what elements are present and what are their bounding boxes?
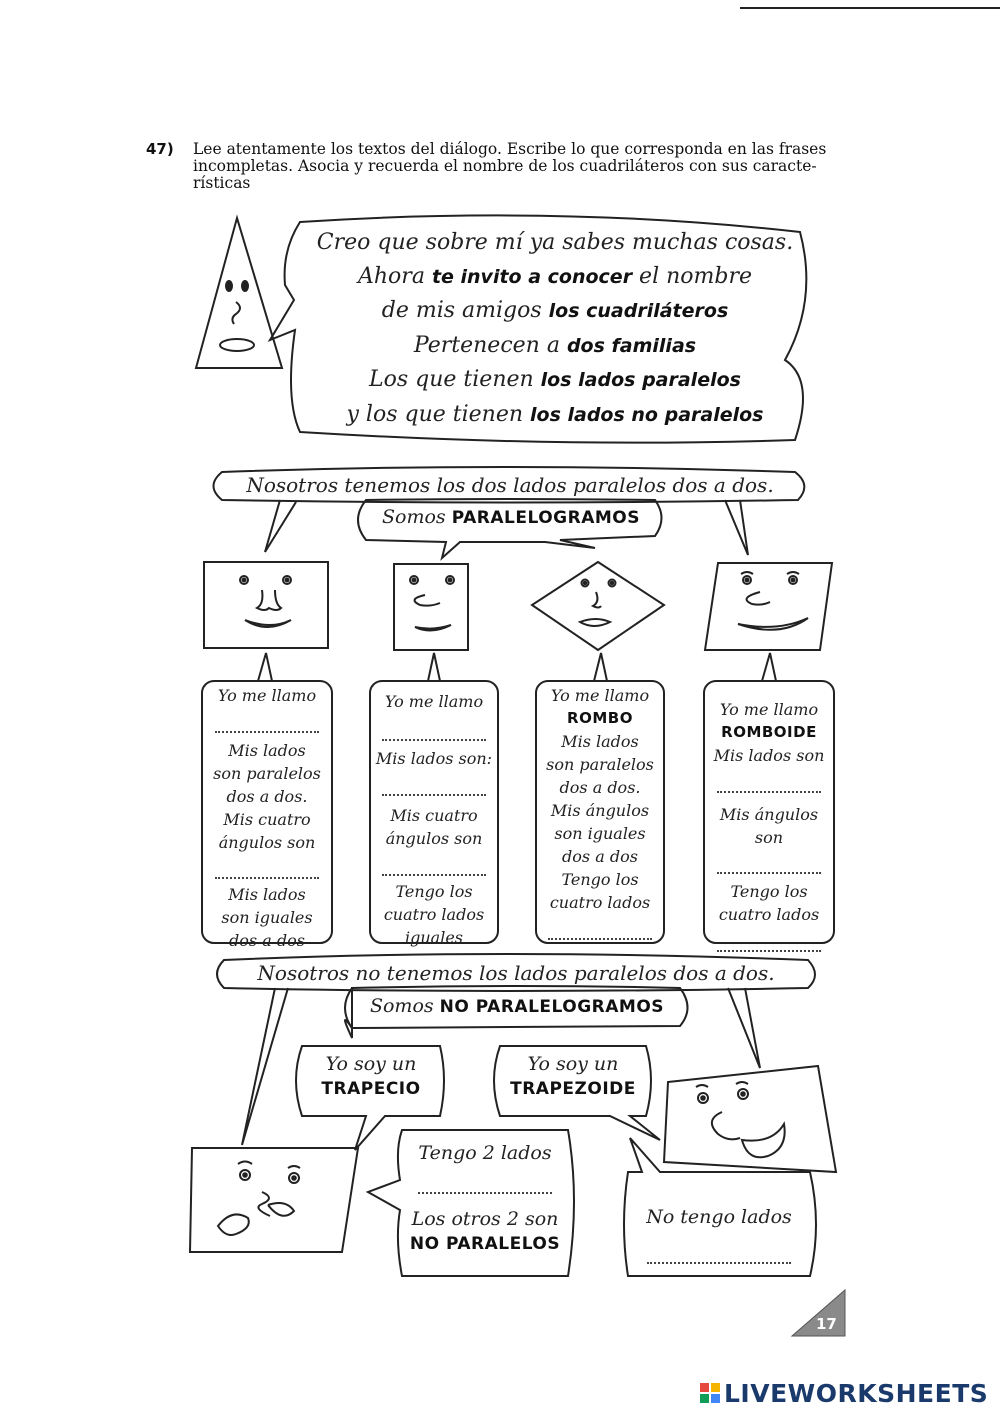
paralelogramos-somos: Somos PARALELOGRAMOS (382, 506, 640, 528)
bubble-line-2: Ahora te invito a conocer el nombre (358, 263, 752, 289)
rhomboid-character (703, 562, 834, 651)
trapecio-info-bubble (365, 1129, 575, 1277)
trapezoid-character (662, 1064, 838, 1174)
trapecio-parallel-input[interactable] (418, 1172, 552, 1194)
card-rectangle (369, 680, 499, 944)
card-square-name-input[interactable] (215, 710, 319, 733)
triangle-bubble-text: Creo que sobre mí ya sabes muchas cosas.… (305, 226, 805, 432)
card-square-text: Yo me llamo Mis lados son paralelos dos … (213, 686, 321, 950)
rectangle-character (393, 563, 469, 651)
card-rhomboid-text: Yo me llamo ROMBOIDE Mis lados son Mis á… (706, 698, 832, 952)
bubble-line-3: de mis amigos los cuadriláteros (381, 298, 729, 323)
liveworksheets-logo: LIVEWORKSHEETS (700, 1378, 988, 1408)
trapecio-character (188, 1147, 360, 1253)
logo-icon (700, 1383, 720, 1403)
brand-name: LIVEWORKSHEETS (724, 1378, 989, 1408)
trapecio-info: Tengo 2 lados Los otros 2 son NO PARALEL… (409, 1142, 561, 1254)
bubble-line-1: Creo que sobre mí ya sabes muchas cosas. (316, 230, 794, 255)
instructions-line-3: rísticas (193, 174, 251, 192)
trapezoide-parallel-input[interactable] (647, 1242, 791, 1264)
trapezoide-label: Yo soy un TRAPEZOIDE (510, 1053, 636, 1099)
paralelogramos-banner (212, 466, 806, 504)
trapezoide-info-bubble (623, 1137, 817, 1277)
card-square-angles-input[interactable] (215, 857, 319, 879)
rhombus-character (530, 560, 666, 652)
page-corner-triangle (790, 1288, 846, 1337)
card-rhombus-text: Yo me llamo ROMBO Mis lados son paralelo… (538, 684, 662, 940)
top-rule (740, 7, 1000, 9)
page-number: 17 (816, 1315, 837, 1333)
card-rhombus (535, 680, 665, 944)
card-rhomboid-angles-input[interactable] (717, 852, 821, 874)
no-paralelogramos-banner (216, 953, 816, 992)
card-rhomboid-equal-input[interactable] (717, 929, 821, 952)
trapecio-label: Yo soy un TRAPECIO (321, 1053, 421, 1099)
instructions-line-2: incompletas. Asocia y recuerda el nombre… (193, 157, 817, 175)
no-paralelogramos-somos: Somos NO PARALELOGRAMOS (369, 995, 665, 1017)
card-rectangle-text: Yo me llamo Mis lados son: Mis cuatro án… (375, 692, 493, 947)
card-rectangle-sides-input[interactable] (382, 774, 486, 796)
instructions: Lee atentamente los textos del diálogo. … (193, 141, 853, 192)
paralelogramos-banner-text: Nosotros tenemos los dos lados paralelos… (246, 473, 774, 497)
exercise-number: 47) (146, 140, 174, 158)
instructions-line-1: Lee atentamente los textos del diálogo. … (193, 140, 827, 158)
card-rhombus-sides-input[interactable] (548, 917, 652, 940)
card-square (201, 680, 333, 944)
no-paralelogramos-banner-text: Nosotros no tenemos los lados paralelos … (257, 961, 775, 985)
trapecio-bubble (295, 1045, 445, 1151)
bubble-line-6: y los que tienen los lados no paralelos (346, 401, 764, 427)
triangle-character (194, 214, 284, 369)
trapezoide-bubble (493, 1045, 661, 1141)
trapezoide-info: No tengo lados (628, 1206, 810, 1264)
bubble-line-4: Pertenecen a dos familias (413, 332, 697, 358)
card-rectangle-name-input[interactable] (382, 719, 486, 741)
square-character (203, 561, 329, 649)
card-rectangle-angles-input[interactable] (382, 854, 486, 876)
bubble-line-5: Los que tienen los lados paralelos (369, 367, 741, 392)
triangle-speech-bubble (267, 214, 808, 444)
card-rhomboid-sides-input[interactable] (717, 770, 821, 793)
